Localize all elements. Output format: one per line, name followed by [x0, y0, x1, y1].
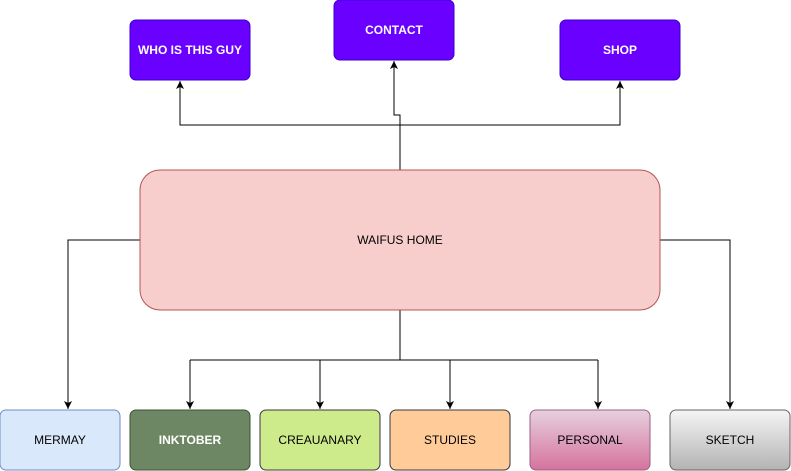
connector-home-to-sketch	[660, 239, 734, 409]
node-studies-label: STUDIES	[424, 433, 476, 447]
node-who-label: WHO IS THIS GUY	[138, 43, 242, 57]
node-shop-label: SHOP	[603, 43, 637, 57]
node-contact[interactable]: CONTACT	[333, 0, 455, 61]
node-home-box[interactable]	[139, 169, 661, 311]
connector-home-to-mermay	[64, 239, 140, 409]
node-home-label: WAIFUS HOME	[357, 233, 443, 247]
node-inktober[interactable]: INKTOBER	[129, 409, 251, 471]
node-personal-box[interactable]	[529, 409, 651, 471]
node-studies-box[interactable]	[389, 409, 511, 471]
node-sketch[interactable]: SKETCH	[669, 409, 791, 471]
node-sketch-label: SKETCH	[706, 433, 755, 447]
node-mermay-label: MERMAY	[34, 433, 86, 447]
node-creauanary-label: CREAUANARY	[278, 433, 361, 447]
node-inktober-box[interactable]	[129, 409, 251, 471]
node-mermay-box[interactable]	[0, 409, 121, 471]
node-sketch-box[interactable]	[669, 409, 791, 471]
node-shop[interactable]: SHOP	[559, 19, 681, 81]
connector-home-to-contact	[390, 61, 401, 170]
node-contact-box[interactable]	[333, 0, 455, 61]
node-creauanary-box[interactable]	[259, 409, 381, 471]
node-who-box[interactable]	[129, 19, 251, 81]
node-waifus-home[interactable]: WAIFUS HOME	[139, 169, 661, 311]
node-personal[interactable]: PERSONAL	[529, 409, 651, 471]
node-mermay[interactable]: MERMAY	[0, 409, 121, 471]
connectors-top	[176, 61, 624, 170]
node-creauanary[interactable]: CREAUANARY	[259, 409, 381, 471]
node-studies[interactable]: STUDIES	[389, 409, 511, 471]
node-shop-box[interactable]	[559, 19, 681, 81]
connector-home-to-shop	[400, 81, 624, 126]
connector-home-to-who	[176, 81, 400, 126]
node-contact-label: CONTACT	[365, 23, 423, 37]
node-inktober-label: INKTOBER	[159, 433, 222, 447]
node-personal-label: PERSONAL	[557, 433, 623, 447]
node-who-is-this-guy[interactable]: WHO IS THIS GUY	[129, 19, 251, 81]
connectors-bottom	[64, 239, 734, 409]
